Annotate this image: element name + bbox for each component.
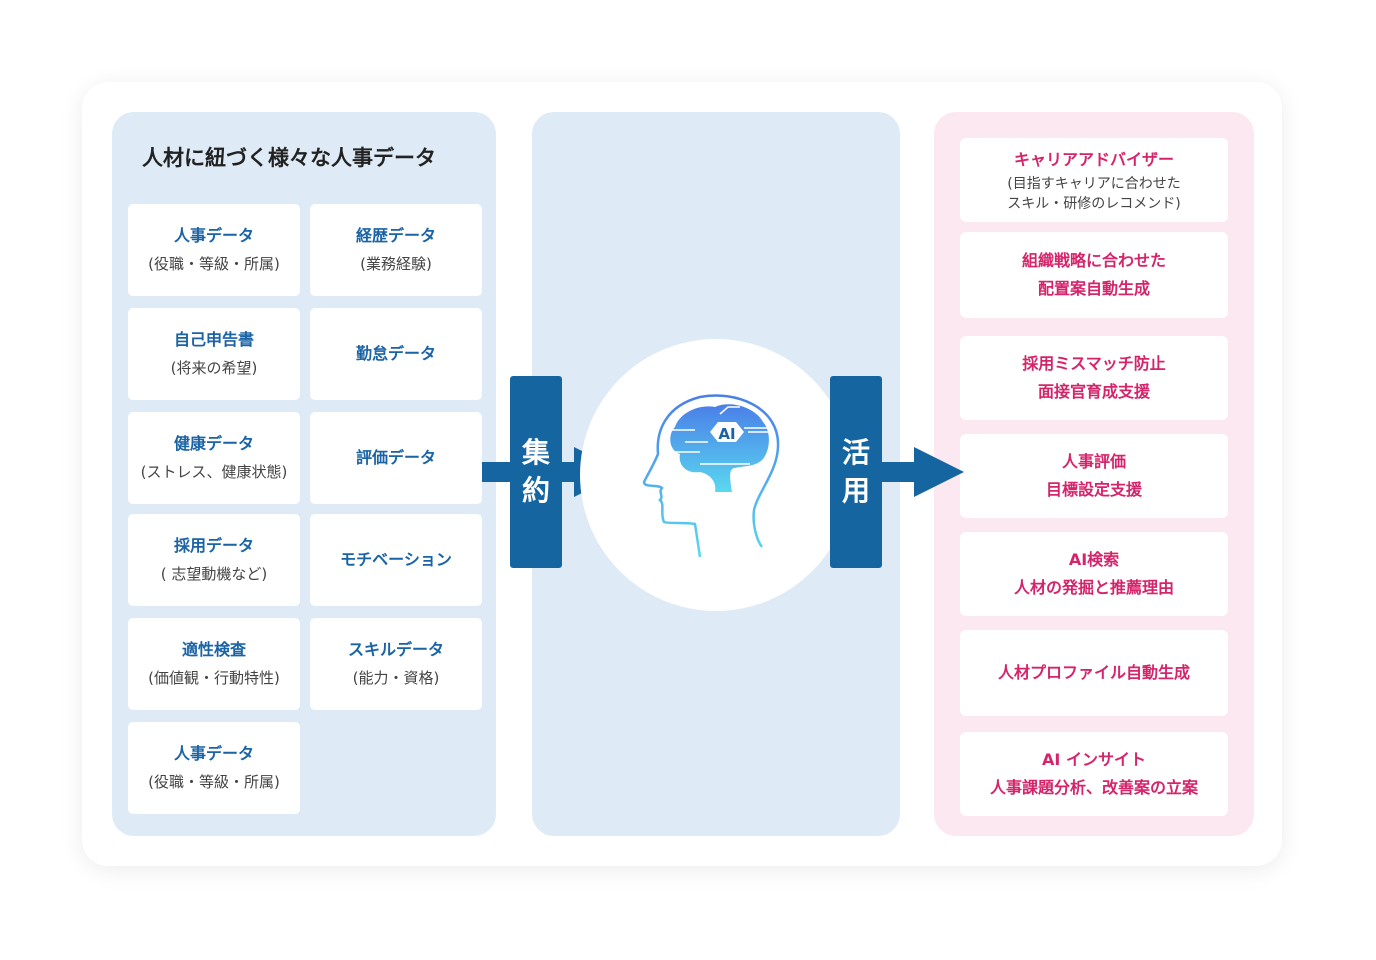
card-title: スキルデータ: [347, 640, 444, 659]
aggregate-char-1: 集: [521, 436, 550, 469]
card-title: 自己申告書: [173, 330, 254, 349]
arrow-right-head: [914, 447, 964, 497]
hr-data-card: 採用データ ( 志望動機など): [128, 514, 300, 606]
card-subtitle: (役職・等級・所属): [148, 773, 280, 791]
use-case-title: 人材の発掘と推薦理由: [1013, 578, 1174, 597]
hr-data-card: 評価データ: [310, 412, 482, 504]
card-subtitle: ( 志望動機など): [160, 565, 268, 583]
hr-data-title: 人材に紐づく様々な人事データ: [142, 146, 436, 170]
use-case-card: 採用ミスマッチ防止面接官育成支援: [960, 336, 1228, 420]
hr-data-card: 経歴データ (業務経験): [310, 204, 482, 296]
card-title: 評価データ: [355, 448, 436, 467]
use-case-card: キャリアアドバイザー (目指すキャリアに合わせたスキル・研修のレコメンド): [960, 138, 1228, 222]
use-case-title: AI インサイト: [1042, 750, 1146, 769]
card-title: モチベーション: [340, 550, 452, 569]
use-case-title: 目標設定支援: [1045, 480, 1142, 499]
use-case-title: 組織戦略に合わせた: [1021, 251, 1166, 270]
aggregate-char-2: 約: [521, 474, 550, 507]
use-case-title: AI検索: [1068, 550, 1120, 569]
use-case-subtitle: スキル・研修のレコメンド): [1007, 196, 1181, 212]
ai-label: AI: [718, 425, 735, 443]
use-case-card: AI インサイト人事課題分析、改善案の立案: [960, 732, 1228, 816]
use-case-title: 面接官育成支援: [1037, 382, 1150, 401]
card-subtitle: (役職・等級・所属): [148, 255, 280, 273]
use-case-title: 配置案自動生成: [1037, 279, 1150, 298]
hr-data-card: 人事データ (役職・等級・所属): [128, 722, 300, 814]
use-case-card: AI検索人材の発掘と推薦理由: [960, 532, 1228, 616]
aggregate-label: 集 約: [510, 376, 562, 568]
hr-data-card: 人事データ (役職・等級・所属): [128, 204, 300, 296]
use-case-title: 採用ミスマッチ防止: [1022, 354, 1166, 373]
card-title: 健康データ: [173, 434, 254, 453]
card-title: 適性検査: [181, 640, 246, 659]
use-case-card: 組織戦略に合わせた配置案自動生成: [960, 232, 1228, 318]
use-case-title: 人事課題分析、改善案の立案: [989, 778, 1198, 797]
apply-char-2: 用: [841, 474, 870, 507]
card-subtitle: (ストレス、健康状態): [140, 463, 288, 481]
use-case-title: キャリアアドバイザー: [1013, 150, 1174, 169]
use-case-card: 人事評価目標設定支援: [960, 434, 1228, 518]
card-title: 採用データ: [173, 536, 254, 555]
hr-data-card: 勤怠データ: [310, 308, 482, 400]
apply-char-1: 活: [841, 436, 870, 469]
use-case-subtitle: (目指すキャリアに合わせた: [1007, 176, 1181, 192]
card-subtitle: (業務経験): [360, 255, 432, 273]
hr-data-card: 健康データ (ストレス、健康状態): [128, 412, 300, 504]
card-subtitle: (価値観・行動特性): [148, 669, 280, 687]
ai-brain-head-icon: AI: [642, 394, 780, 558]
use-case-title: 人材プロファイル自動生成: [997, 663, 1190, 682]
card-subtitle: (能力・資格): [352, 669, 440, 687]
hr-data-card: モチベーション: [310, 514, 482, 606]
card-subtitle: (将来の希望): [170, 359, 258, 377]
card-title: 人事データ: [173, 744, 254, 763]
apply-label: 活 用: [830, 376, 882, 568]
card-title: 人事データ: [173, 226, 254, 245]
card-title: 経歴データ: [355, 226, 436, 245]
use-case-title: 人事評価: [1061, 452, 1126, 471]
hr-data-card: スキルデータ (能力・資格): [310, 618, 482, 710]
hr-data-card: 適性検査 (価値観・行動特性): [128, 618, 300, 710]
use-case-card: 人材プロファイル自動生成: [960, 630, 1228, 716]
hr-data-card: 自己申告書 (将来の希望): [128, 308, 300, 400]
card-title: 勤怠データ: [355, 344, 436, 363]
